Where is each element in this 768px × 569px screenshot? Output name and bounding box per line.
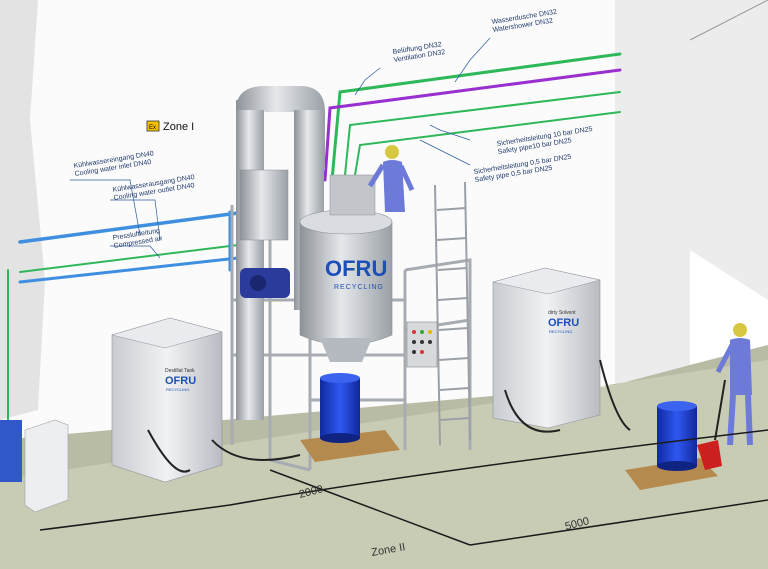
dirty-solvent-tank: dirty Solvent OFRU RECYCLING — [492, 267, 601, 429]
purple-pipe — [323, 68, 622, 182]
reactor-vessel: OFRU RECYCLING — [299, 174, 393, 362]
vessel-logo-tag: RECYCLING — [334, 284, 384, 291]
vessel-logo: OFRU — [325, 256, 387, 281]
blue-drum-center — [300, 373, 400, 462]
green-pipe-top — [330, 52, 622, 182]
dimension-5000: 5000 — [564, 515, 591, 533]
green-pipe-low — [354, 111, 621, 176]
condenser — [236, 86, 325, 420]
distillate-tank-logo: OFRU — [165, 375, 196, 387]
distillate-tank: Destillat Tank OFRU RECYCLING — [111, 317, 223, 483]
dirty-tank-tag: RECYCLING — [549, 329, 572, 334]
right-wall — [615, 0, 768, 385]
control-panel — [406, 321, 438, 368]
ladder — [434, 181, 471, 446]
green-pipe-left — [19, 244, 239, 273]
pump — [240, 268, 290, 298]
leader-lines — [70, 37, 491, 259]
worker-right — [715, 323, 753, 446]
hoses — [147, 359, 631, 473]
left-column — [0, 0, 45, 420]
zone-label: Zone I — [163, 121, 194, 133]
pallet-jack — [697, 379, 726, 470]
worker-top — [367, 145, 415, 212]
zone-ii-label: Zone II — [370, 541, 406, 559]
blue-drum-right — [625, 401, 718, 490]
dirty-tank-logo: OFRU — [548, 317, 579, 329]
pipe-network — [7, 52, 622, 421]
distillate-tank-label: Destillat Tank — [165, 368, 195, 374]
dimension-2000: 2000 — [298, 483, 325, 501]
green-pipe-mid — [344, 91, 621, 176]
left-container — [0, 419, 69, 513]
dirty-tank-label: dirty Solvent — [548, 310, 576, 316]
zone-ex-text: Ex — [149, 125, 156, 131]
zone-sign: Ex Zone I — [146, 120, 194, 133]
dimension-lines — [39, 429, 768, 546]
blue-pipe-bottom — [18, 256, 240, 284]
distillate-tank-tag: RECYCLING — [166, 387, 189, 392]
blue-pipe-top — [18, 211, 240, 244]
